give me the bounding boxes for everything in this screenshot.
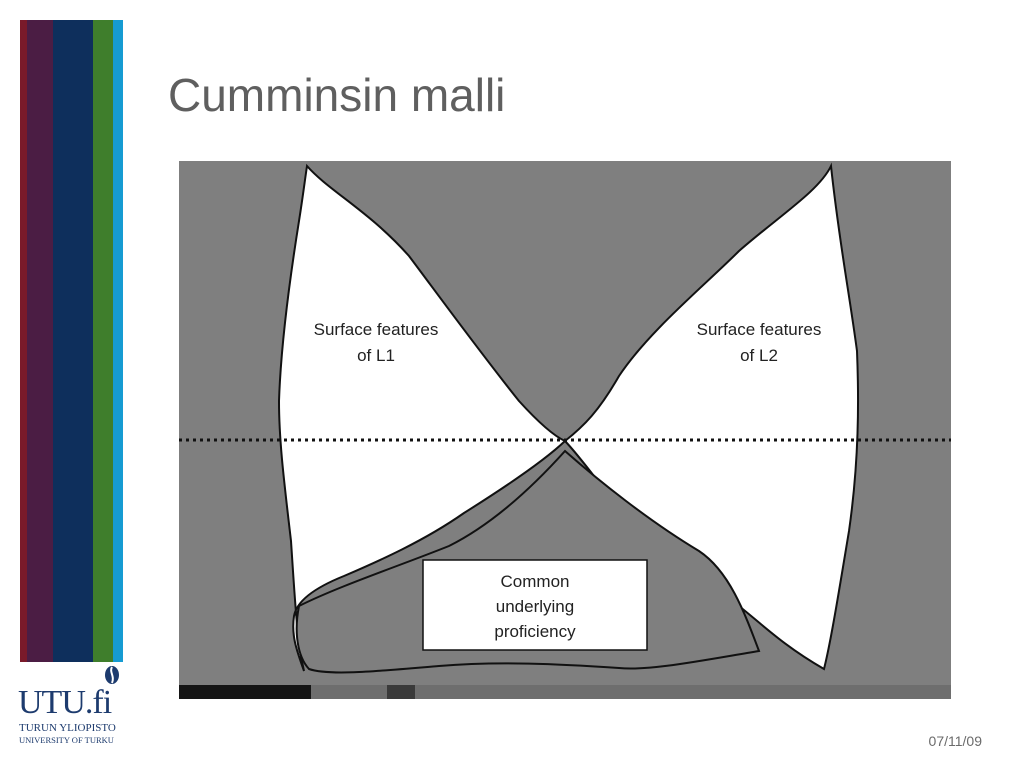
right-label-line2: of L2 — [740, 346, 778, 365]
l1-surface-shape — [277, 163, 567, 672]
diagram-svg: Surface features of L1 Surface features … — [179, 161, 951, 699]
logo-wordmark: UTU.fi — [18, 684, 112, 721]
logo-line-english: UNIVERSITY OF TURKU — [19, 735, 114, 745]
slide-title: Cumminsin malli — [168, 69, 506, 121]
stripe-purple — [27, 20, 53, 662]
flame-icon — [105, 666, 119, 684]
stripe-cyan — [113, 20, 123, 662]
right-label-line1: Surface features — [697, 320, 822, 339]
diagram-bottom-dark-left — [179, 685, 311, 699]
diagram-bottom-dark-mid — [387, 685, 415, 699]
stripe-green — [93, 20, 113, 662]
cummins-diagram: Surface features of L1 Surface features … — [179, 161, 951, 699]
proficiency-box — [422, 559, 648, 651]
slide-date: 07/11/09 — [928, 733, 982, 749]
logo-line-finnish: TURUN YLIOPISTO — [19, 722, 116, 734]
side-stripes — [20, 20, 123, 662]
stripe-red — [20, 20, 27, 662]
box-line3: proficiency — [494, 622, 576, 641]
box-line2: underlying — [496, 597, 574, 616]
box-line1: Common — [501, 572, 570, 591]
left-label-line2: of L1 — [357, 346, 395, 365]
left-label-line1: Surface features — [314, 320, 439, 339]
utu-logo: UTU.fi TURUN YLIOPISTO UNIVERSITY OF TUR… — [18, 664, 128, 750]
stripe-navy — [53, 20, 93, 662]
diagram-bottom-strip — [179, 685, 951, 699]
